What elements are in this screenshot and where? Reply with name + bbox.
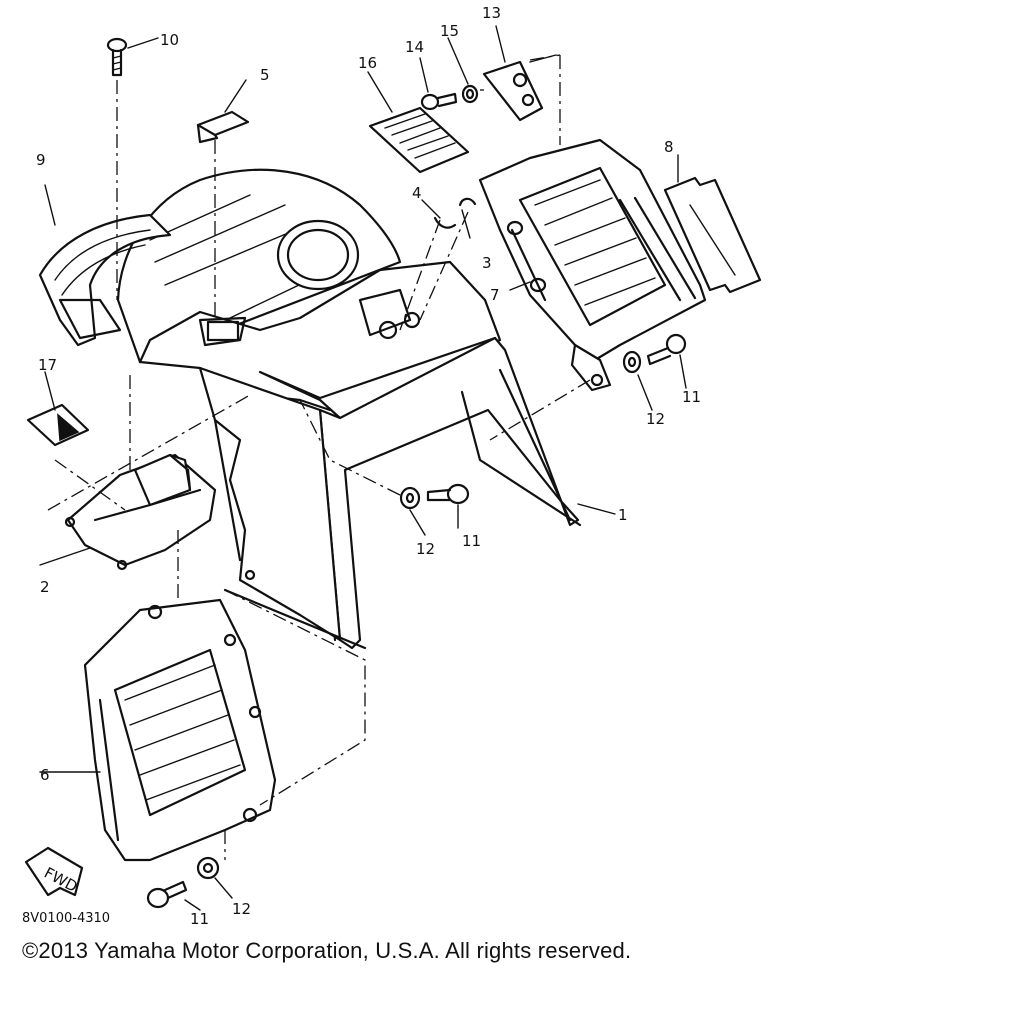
callout-13: 13: [482, 4, 501, 22]
callout-16: 16: [358, 54, 377, 72]
callout-17: 17: [38, 356, 57, 374]
callout-7: 7: [490, 286, 500, 304]
exploded-view-drawing: FWD 1 2 3 4 5 6 7 8 9 10 11 11 11 12 12 …: [22, 4, 762, 928]
front-cowling-part-1: [116, 168, 582, 650]
label-plate-part-16: [368, 106, 470, 174]
copyright-notice: ©2013 Yamaha Motor Corporation, U.S.A. A…: [22, 938, 632, 963]
assembly-lines: [47, 54, 591, 860]
washer-part-12-bottom: [196, 856, 220, 880]
drawing-code: 8V0100-4310: [22, 911, 110, 926]
screw-part-10: [106, 37, 128, 77]
callout-12-bottom: 12: [232, 900, 251, 918]
callout-1: 1: [618, 506, 628, 524]
callout-6: 6: [40, 766, 50, 784]
callout-3: 3: [482, 254, 492, 272]
side-cover-part-9: [38, 213, 172, 347]
side-grille-part-6: [83, 598, 277, 862]
washer-part-12-right: [622, 350, 642, 374]
clip-part-5: [196, 110, 250, 144]
callout-4: 4: [412, 184, 422, 202]
washer-part-15: [461, 84, 479, 104]
label-part-17: [26, 403, 90, 447]
callout-11-bottom: 11: [190, 910, 209, 928]
side-grille-part-7: [478, 138, 707, 392]
bolt-part-11-center: [426, 483, 470, 505]
leader-lines: [39, 25, 687, 911]
bolt-part-11-bottom: [146, 880, 188, 909]
callout-2: 2: [40, 578, 50, 596]
callout-9: 9: [36, 151, 46, 169]
clip-part-3: [458, 197, 477, 207]
callout-12-center: 12: [416, 540, 435, 558]
washer-part-12-center: [399, 486, 421, 510]
callout-15: 15: [440, 22, 459, 40]
callout-10: 10: [160, 31, 179, 49]
bolt-part-14: [420, 92, 458, 111]
callout-11-center: 11: [462, 532, 481, 550]
callout-11-right: 11: [682, 388, 701, 406]
seal-part-8: [663, 176, 762, 294]
bracket-part-2: [64, 453, 217, 571]
bolt-part-11-right: [646, 333, 687, 366]
callout-5: 5: [260, 66, 270, 84]
bracket-part-13: [482, 60, 544, 122]
callout-8: 8: [664, 138, 674, 156]
clip-part-4: [433, 216, 457, 229]
callout-12-right: 12: [646, 410, 665, 428]
forward-direction-arrow: FWD: [24, 846, 84, 897]
callout-labels: 1 2 3 4 5 6 7 8 9 10 11 11 11 12 12 12 1…: [36, 4, 701, 928]
callout-14: 14: [405, 38, 424, 56]
